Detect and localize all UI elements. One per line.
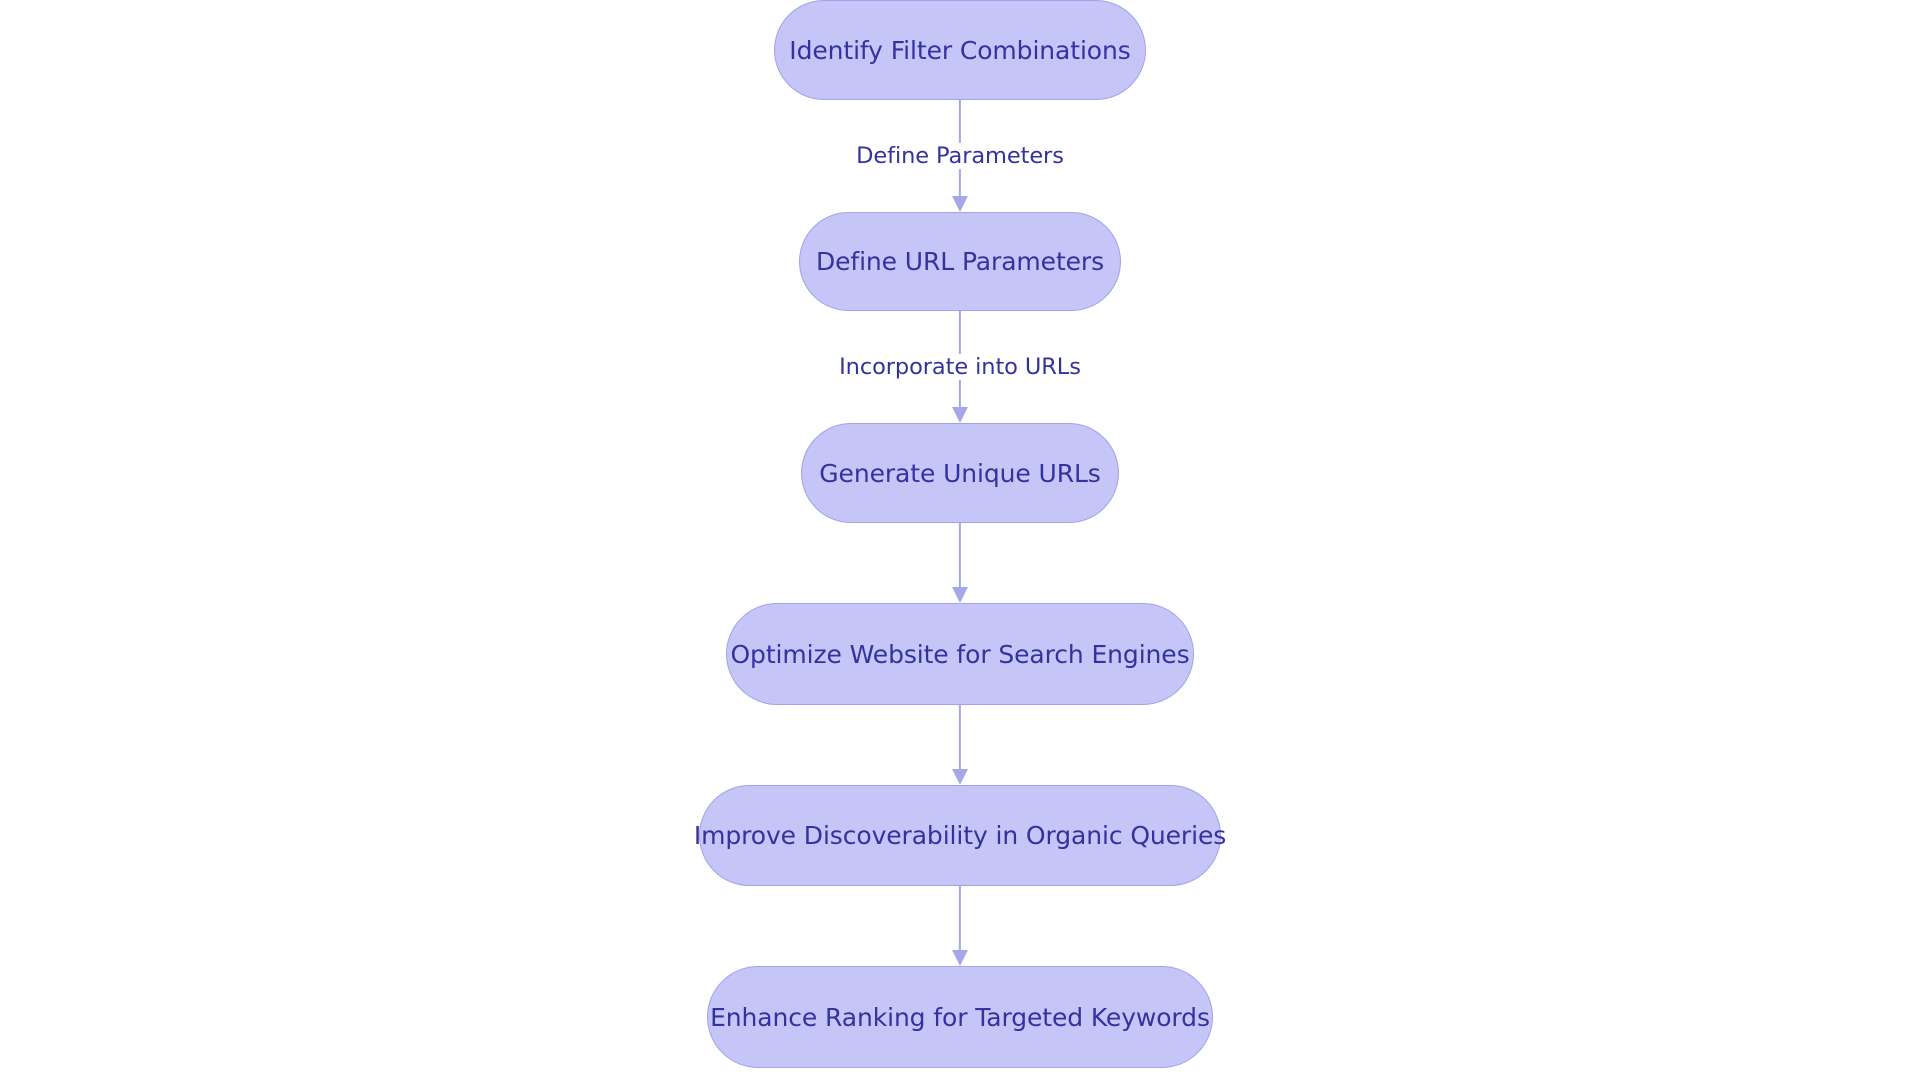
flow-node-label: Generate Unique URLs	[819, 458, 1101, 488]
flow-node-label: Enhance Ranking for Targeted Keywords	[710, 1002, 1210, 1032]
flow-edge-label-incorporate-into-urls: Incorporate into URLs	[832, 353, 1088, 381]
arrow-down-icon	[952, 587, 968, 603]
flow-connector-n1-n2: Define Parameters	[810, 100, 1110, 212]
flow-node-label: Identify Filter Combinations	[789, 35, 1131, 65]
arrow-down-icon	[952, 407, 968, 423]
flow-node-generate-unique-urls[interactable]: Generate Unique URLs	[801, 423, 1119, 523]
flow-node-label: Define URL Parameters	[815, 247, 1105, 276]
flow-node-label: Optimize Website for Search Engines	[730, 639, 1190, 669]
connector-line	[958, 523, 962, 587]
connector-line	[958, 886, 962, 950]
arrow-down-icon	[952, 196, 968, 212]
arrow-down-icon	[952, 950, 968, 966]
flow-edge-label-define-parameters: Define Parameters	[849, 142, 1071, 170]
flow-node-enhance-ranking-for-targeted-keywords[interactable]: Enhance Ranking for Targeted Keywords	[707, 966, 1213, 1068]
flow-node-label: Improve Discoverability in Organic Queri…	[693, 821, 1227, 850]
flow-node-define-url-parameters[interactable]: Define URL Parameters	[799, 212, 1121, 311]
flow-connector-n2-n3: Incorporate into URLs	[810, 311, 1110, 423]
flow-connector-n4-n5	[810, 705, 1110, 785]
flow-connector-n3-n4	[810, 523, 1110, 603]
connector-line	[958, 705, 962, 769]
flow-connector-n5-n6	[810, 886, 1110, 966]
flow-node-identify-filter-combinations[interactable]: Identify Filter Combinations	[774, 0, 1146, 100]
flow-node-improve-discoverability-in-organic-queries[interactable]: Improve Discoverability in Organic Queri…	[694, 785, 1226, 886]
flow-node-optimize-website-for-search-engines[interactable]: Optimize Website for Search Engines	[726, 603, 1194, 705]
arrow-down-icon	[952, 769, 968, 785]
